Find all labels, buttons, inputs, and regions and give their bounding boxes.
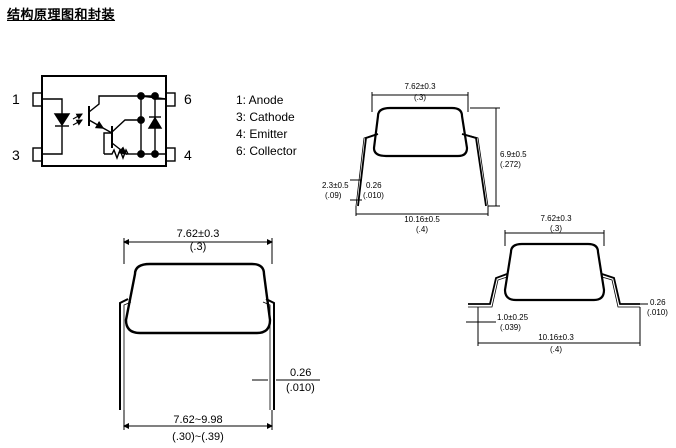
lead-left (119, 298, 129, 410)
dim-lead-width-top-in: (.09) (325, 191, 342, 200)
dim-span-smd-in: (.4) (550, 345, 562, 354)
lead-left (468, 273, 508, 305)
pin-legend-anode: 1: Anode (236, 93, 284, 107)
dim-foot-smd-in: (.039) (500, 323, 521, 332)
lead-right (461, 133, 487, 207)
dim-span-large-in: (.30)~(.39) (172, 431, 224, 443)
protection-diode (147, 116, 163, 129)
dim-span-large: 7.62~9.98 (173, 414, 222, 426)
dim-height-top: 6.9±0.5 (500, 150, 527, 159)
lead-left (357, 133, 379, 207)
base-resistor (104, 148, 129, 160)
dim-lead-thick-smd-in: (.010) (647, 308, 668, 317)
pin-4-tab (165, 147, 176, 162)
package-body (124, 262, 272, 335)
dim-width-smd-in: (.3) (550, 224, 562, 233)
dim-span-top-in: (.4) (416, 225, 428, 234)
package-body (503, 242, 606, 302)
pin-label-3: 3 (12, 147, 20, 163)
dim-lead-thick-top: 0.26 (366, 181, 382, 190)
pin-3-tab (32, 147, 43, 162)
pin-legend-collector: 6: Collector (236, 144, 297, 158)
package-side-view-smd (466, 230, 648, 346)
led-anode-wire (42, 98, 63, 114)
pin-1-tab (32, 92, 43, 107)
pin-6-tab (165, 92, 176, 107)
led-cathode-wire (42, 126, 63, 155)
package-side-view-large (119, 238, 320, 430)
page-title: 结构原理图和封装 (7, 8, 116, 23)
pin-legend-emitter: 4: Emitter (236, 127, 287, 141)
dim-width-large: 7.62±0.3 (177, 228, 220, 240)
dim-lead-width-top: 2.3±0.5 (322, 181, 349, 190)
optocoupler-schematic (32, 75, 176, 167)
dim-width-top: 7.62±0.3 (404, 82, 436, 91)
dim-width-smd: 7.62±0.3 (540, 214, 572, 223)
pin-legend-cathode: 3: Cathode (236, 110, 295, 124)
dim-lead-thick-smd: 0.26 (650, 298, 666, 307)
dim-width-top-in: (.3) (414, 93, 426, 102)
led-diode-symbol (53, 113, 71, 127)
package-outline (41, 75, 167, 167)
dim-span-top: 10.16±0.5 (404, 215, 440, 224)
pin-label-4: 4 (184, 147, 192, 163)
dim-lead-thick-large-in: (.010) (286, 382, 315, 394)
package-side-view-top (350, 92, 500, 216)
lead-right (265, 298, 275, 410)
pin-label-6: 6 (184, 91, 192, 107)
dim-foot-smd: 1.0±0.25 (497, 313, 529, 322)
dim-height-top-in: (.272) (500, 160, 521, 169)
dim-width-large-in: (.3) (190, 241, 207, 253)
dim-lead-thick-top-in: (.010) (363, 191, 384, 200)
dim-lead-thick-large: 0.26 (290, 367, 311, 379)
pin-label-1: 1 (12, 91, 20, 107)
dim-span-smd: 10.16±0.3 (538, 333, 574, 342)
package-body (372, 106, 469, 158)
